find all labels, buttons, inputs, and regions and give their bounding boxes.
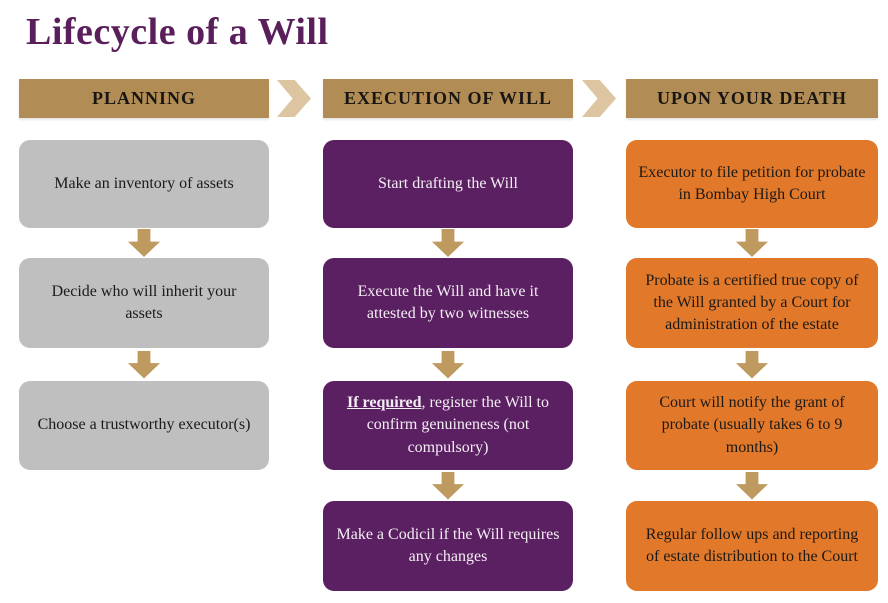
chevron-right-icon [582, 80, 616, 117]
step-court-notify: Court will notify the grant of probate (… [626, 381, 878, 470]
step-make-codicil: Make a Codicil if the Will requires any … [323, 501, 573, 591]
column-header-planning: PLANNING [19, 79, 269, 118]
arrow-slot [323, 348, 573, 381]
down-arrow-icon [432, 350, 464, 379]
down-arrow-icon [128, 350, 160, 379]
down-arrow-icon [432, 229, 464, 257]
arrow-slot [19, 348, 269, 381]
step-start-drafting: Start drafting the Will [323, 140, 573, 228]
arrow-slot [323, 228, 573, 258]
down-arrow-icon [736, 229, 768, 257]
step-make-inventory: Make an inventory of assets [19, 140, 269, 228]
arrow-slot [19, 228, 269, 258]
step-file-petition: Executor to file petition for probate in… [626, 140, 878, 228]
step-choose-executor: Choose a trustworthy executor(s) [19, 381, 269, 470]
column-header-execution: EXECUTION OF WILL [323, 79, 573, 118]
arrow-slot [626, 470, 878, 501]
if-required-emphasis: If required [346, 394, 422, 412]
column-execution: EXECUTION OF WILL Start drafting the Wil… [323, 79, 573, 591]
chevron-right-icon [277, 80, 311, 117]
down-arrow-icon [736, 471, 768, 500]
arrow-slot [626, 228, 878, 258]
down-arrow-icon [128, 229, 160, 257]
column-header-upon-death: UPON YOUR DEATH [626, 79, 878, 118]
step-register-will: If required, register the Will to confir… [323, 381, 573, 470]
step-follow-ups: Regular follow ups and reporting of esta… [626, 501, 878, 591]
down-arrow-icon [432, 471, 464, 500]
column-planning: PLANNING Make an inventory of assets Dec… [19, 79, 269, 470]
page-title: Lifecycle of a Will [26, 11, 329, 53]
column-upon-death: UPON YOUR DEATH Executor to file petitio… [626, 79, 878, 591]
down-arrow-icon [736, 350, 768, 379]
arrow-slot [323, 470, 573, 501]
arrow-slot [626, 348, 878, 381]
step-execute-attest: Execute the Will and have it attested by… [323, 258, 573, 348]
step-register-will-text: If required, register the Will to confir… [346, 394, 549, 456]
step-decide-inherit: Decide who will inherit your assets [19, 258, 269, 348]
step-probate-definition: Probate is a certified true copy of the … [626, 258, 878, 348]
